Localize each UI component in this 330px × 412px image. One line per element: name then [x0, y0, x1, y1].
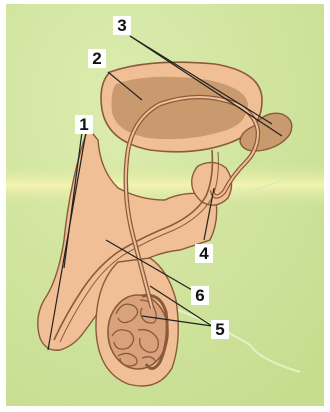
label-1-text: 1 [79, 115, 88, 134]
label-3: 3 [113, 16, 131, 35]
label-5: 5 [211, 320, 229, 339]
label-3-text: 3 [117, 16, 126, 35]
testis [108, 295, 168, 369]
label-6-text: 6 [195, 286, 204, 305]
label-4-text: 4 [199, 244, 209, 263]
label-5-text: 5 [215, 320, 224, 339]
label-2-text: 2 [92, 49, 101, 68]
label-4: 4 [195, 244, 213, 263]
label-2: 2 [88, 49, 106, 68]
label-1: 1 [75, 115, 93, 134]
label-6: 6 [191, 286, 209, 305]
